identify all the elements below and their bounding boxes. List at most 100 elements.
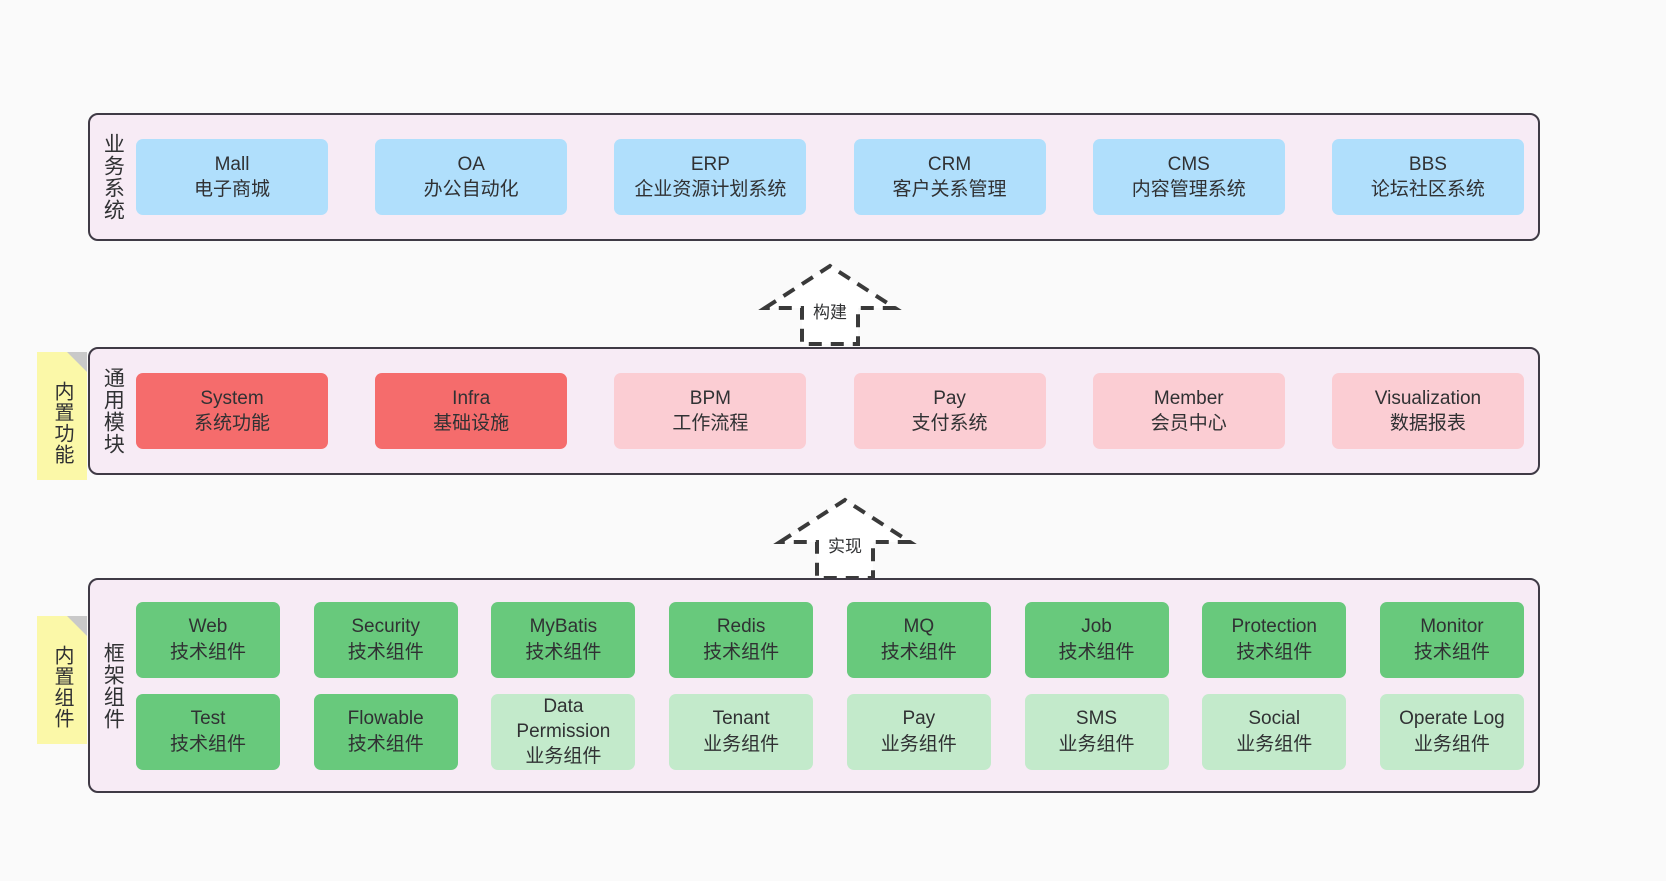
card-monitor-subtitle: 技术组件 (1413, 641, 1490, 663)
layer-body-business-system: Mall 电子商城 OA 办公自动化 ERP 企业资源计划系统 CRM 客户关系… (134, 115, 1538, 239)
card-protection[interactable]: Protection 技术组件 (1202, 601, 1347, 678)
card-pay-component[interactable]: Pay 业务组件 (846, 693, 991, 770)
layer-framework-component[interactable]: 框架组件 Web 技术组件 Security 技术组件 MyBatis 技术组件… (88, 578, 1540, 793)
connector-build-label: 构建 (813, 303, 847, 322)
build-arrow-icon (758, 263, 902, 346)
card-security-subtitle: 技术组件 (347, 641, 424, 663)
card-job[interactable]: Job 技术组件 (1024, 601, 1169, 678)
card-pay-component-title: Pay (902, 708, 936, 730)
card-crm-title: CRM (927, 153, 972, 175)
card-web-title: Web (188, 616, 228, 638)
card-redis[interactable]: Redis 技术组件 (669, 601, 814, 678)
note-builtin-features-label: 内置功能 (51, 381, 73, 465)
connector-implement-label: 实现 (828, 537, 862, 556)
card-crm[interactable]: CRM 客户关系管理 (853, 139, 1046, 215)
connector-build: 构建 (755, 258, 905, 348)
note-builtin-features: 内置功能 (37, 352, 87, 480)
card-erp-subtitle: 企业资源计划系统 (634, 179, 787, 200)
card-flowable-title: Flowable (347, 708, 424, 730)
card-infra-subtitle: 基础设施 (433, 413, 510, 434)
card-social[interactable]: Social 业务组件 (1202, 693, 1347, 770)
connector-implement: 实现 (770, 492, 920, 582)
card-bpm[interactable]: BPM 工作流程 (614, 373, 807, 449)
layer-common-module[interactable]: 通用模块 System 系统功能 Infra 基础设施 BPM 工作流程 Pay… (88, 347, 1540, 475)
card-oa[interactable]: OA 办公自动化 (375, 139, 568, 215)
card-bpm-subtitle: 工作流程 (672, 413, 749, 434)
card-operate-log-subtitle: 业务组件 (1413, 733, 1490, 755)
row-business-systems: Mall 电子商城 OA 办公自动化 ERP 企业资源计划系统 CRM 客户关系… (136, 139, 1524, 215)
card-erp[interactable]: ERP 企业资源计划系统 (614, 139, 807, 215)
card-system-subtitle: 系统功能 (193, 413, 270, 434)
card-member[interactable]: Member 会员中心 (1092, 373, 1285, 449)
card-pay-module[interactable]: Pay 支付系统 (853, 373, 1046, 449)
card-pay-module-subtitle: 支付系统 (911, 413, 988, 434)
card-monitor[interactable]: Monitor 技术组件 (1379, 601, 1524, 678)
card-mall-title: Mall (214, 153, 250, 175)
card-member-subtitle: 会员中心 (1150, 413, 1227, 434)
layer-body-framework-component: Web 技术组件 Security 技术组件 MyBatis 技术组件 Redi… (134, 580, 1538, 791)
card-data-permission-title: Data Permission (516, 695, 611, 742)
card-bbs-title: BBS (1408, 153, 1447, 175)
card-monitor-title: Monitor (1420, 616, 1484, 638)
card-web[interactable]: Web 技术组件 (136, 601, 280, 678)
implement-arrow-icon (773, 497, 917, 580)
card-sms-title: SMS (1075, 708, 1118, 730)
card-pay-module-title: Pay (933, 387, 966, 409)
card-protection-title: Protection (1231, 616, 1317, 638)
card-social-title: Social (1248, 708, 1301, 730)
card-cms[interactable]: CMS 内容管理系统 (1092, 139, 1285, 215)
layer-title-framework-component: 框架组件 (101, 641, 125, 730)
card-mybatis[interactable]: MyBatis 技术组件 (491, 601, 636, 678)
card-oa-subtitle: 办公自动化 (423, 179, 519, 200)
card-tenant-title: Tenant (712, 708, 770, 730)
card-bpm-title: BPM (689, 387, 731, 409)
card-mq-subtitle: 技术组件 (880, 641, 957, 663)
card-visualization-title: Visualization (1374, 387, 1482, 409)
card-operate-log[interactable]: Operate Log 业务组件 (1379, 693, 1524, 770)
card-redis-title: Redis (716, 616, 766, 638)
card-bbs[interactable]: BBS 论坛社区系统 (1331, 139, 1524, 215)
card-member-title: Member (1153, 387, 1224, 409)
card-web-subtitle: 技术组件 (169, 641, 246, 663)
card-sms[interactable]: SMS 业务组件 (1024, 693, 1169, 770)
card-bbs-subtitle: 论坛社区系统 (1370, 179, 1485, 200)
card-job-title: Job (1081, 616, 1112, 638)
card-visualization[interactable]: Visualization 数据报表 (1331, 373, 1524, 449)
card-mybatis-title: MyBatis (529, 616, 598, 638)
card-data-permission[interactable]: Data Permission 业务组件 (491, 693, 636, 770)
card-mq[interactable]: MQ 技术组件 (846, 601, 991, 678)
card-oa-title: OA (457, 153, 485, 175)
card-mybatis-subtitle: 技术组件 (525, 641, 602, 663)
card-data-permission-subtitle: 业务组件 (525, 746, 602, 768)
card-flowable[interactable]: Flowable 技术组件 (313, 693, 458, 770)
card-protection-subtitle: 技术组件 (1236, 641, 1313, 663)
card-test-title: Test (190, 708, 226, 730)
card-operate-log-title: Operate Log (1399, 708, 1505, 730)
card-tenant[interactable]: Tenant 业务组件 (669, 693, 814, 770)
card-infra-title: Infra (452, 387, 491, 409)
card-tenant-subtitle: 业务组件 (703, 733, 780, 755)
card-test-subtitle: 技术组件 (169, 733, 246, 755)
row-common-modules: System 系统功能 Infra 基础设施 BPM 工作流程 Pay 支付系统… (136, 373, 1524, 449)
card-flowable-subtitle: 技术组件 (347, 733, 424, 755)
card-visualization-subtitle: 数据报表 (1389, 413, 1466, 434)
card-sms-subtitle: 业务组件 (1058, 733, 1135, 755)
card-infra[interactable]: Infra 基础设施 (375, 373, 568, 449)
card-mall[interactable]: Mall 电子商城 (136, 139, 328, 215)
card-system[interactable]: System 系统功能 (136, 373, 328, 449)
note-builtin-components: 内置组件 (37, 616, 87, 744)
layer-body-common-module: System 系统功能 Infra 基础设施 BPM 工作流程 Pay 支付系统… (134, 349, 1538, 473)
layer-title-business-system: 业务系统 (101, 133, 125, 221)
row-tech-components: Web 技术组件 Security 技术组件 MyBatis 技术组件 Redi… (136, 601, 1524, 678)
card-job-subtitle: 技术组件 (1058, 641, 1135, 663)
card-crm-subtitle: 客户关系管理 (892, 179, 1007, 200)
card-erp-title: ERP (690, 153, 730, 175)
layer-business-system[interactable]: 业务系统 Mall 电子商城 OA 办公自动化 ERP 企业资源计划系统 CRM… (88, 113, 1540, 241)
card-test[interactable]: Test 技术组件 (136, 693, 280, 770)
card-security-title: Security (351, 616, 421, 638)
layer-title-common-module: 通用模块 (101, 367, 125, 455)
card-security[interactable]: Security 技术组件 (313, 601, 458, 678)
card-pay-component-subtitle: 业务组件 (880, 733, 957, 755)
card-cms-subtitle: 内容管理系统 (1131, 179, 1246, 200)
